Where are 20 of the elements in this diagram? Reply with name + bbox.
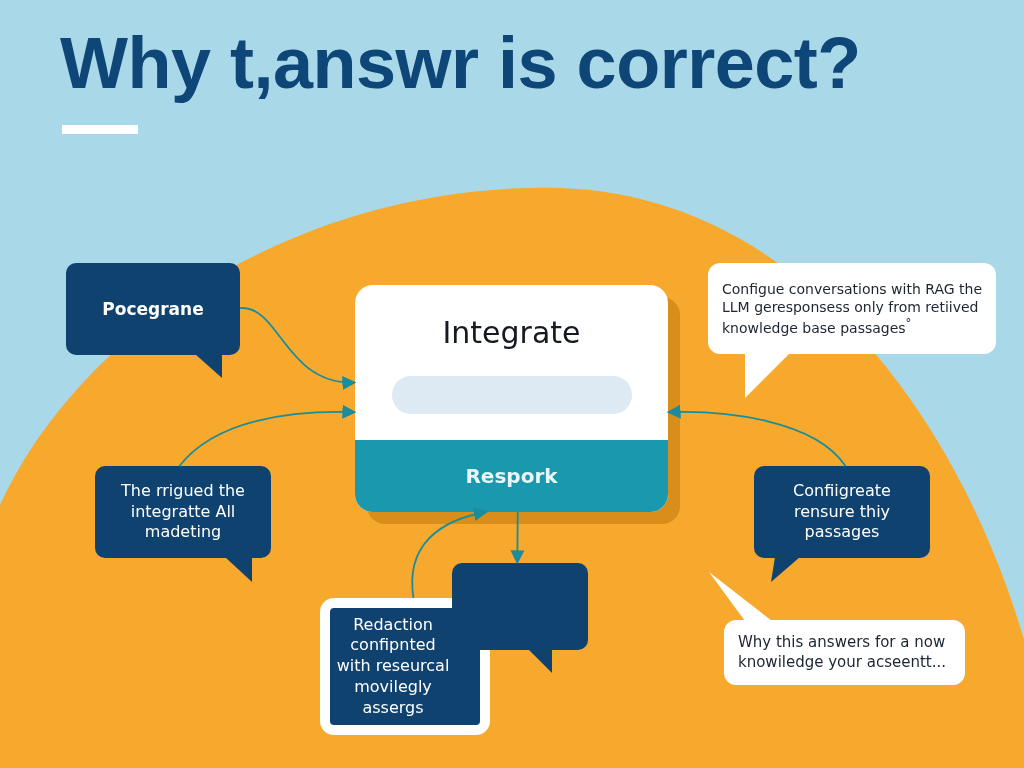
bubble-text: Confiigreate rensure thiy passages: [792, 480, 892, 544]
arrow: [510, 511, 525, 565]
bubble-text: Why this answers for a now knowiledge your acseentt...: [738, 633, 948, 672]
card-title: Integrate: [442, 315, 581, 350]
speech-bubble: [95, 466, 271, 558]
speech-bubble: [320, 598, 490, 735]
bubble-text: Configue conversations with RAG the LLM geresponsess only from retiived knowledge base passages$^{°}$: [722, 279, 982, 338]
box-shape: [452, 563, 588, 650]
arrow: [178, 404, 357, 467]
bubble-text: Redaction confipnted with reseurcal movilegly assergs: [336, 614, 450, 719]
speech-bubble: [66, 263, 240, 355]
arrow: [411, 507, 488, 599]
card-footer: Respork: [355, 440, 668, 512]
bubble-text: The rrigued the integratte All madeting: [120, 480, 246, 544]
arrow: [239, 307, 357, 389]
title: Why t,answr is correct?: [60, 22, 861, 104]
bubble-text: Pocegrane: [102, 297, 204, 321]
speech-bubble: [754, 466, 930, 558]
speech-bubble: [708, 263, 996, 354]
arrow: [666, 404, 847, 467]
